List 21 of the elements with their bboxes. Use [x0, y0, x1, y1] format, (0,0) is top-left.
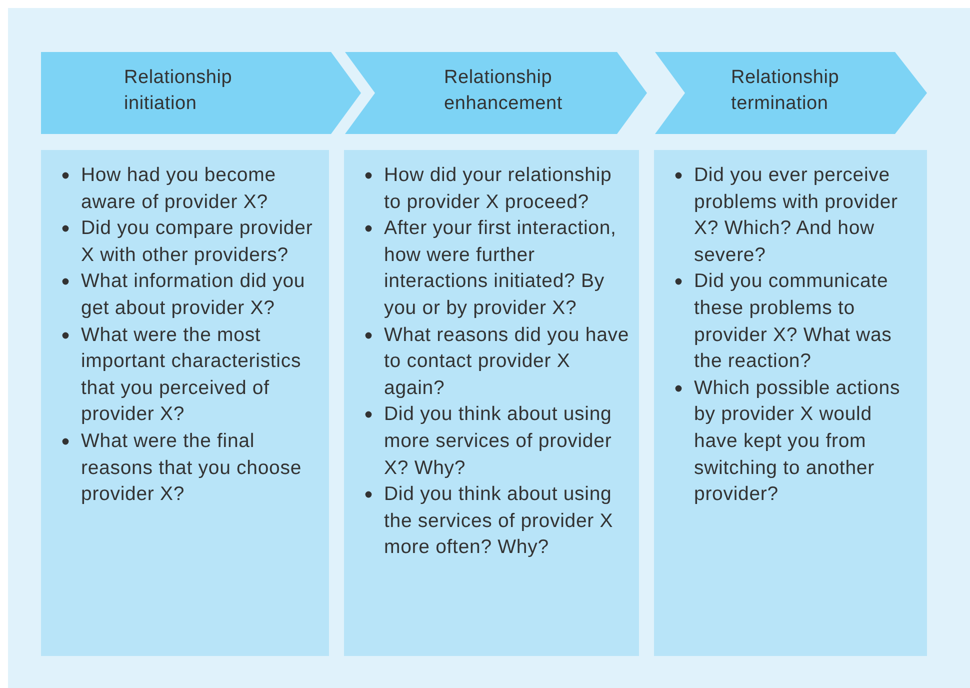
question-panel [41, 150, 329, 656]
step-label: Relationship termination [731, 66, 840, 116]
question-text: How had you become aware of provider X? [81, 163, 277, 215]
question-text: What were the most important characteristics that you perceived of provider X? [81, 322, 302, 428]
chevron-step [655, 52, 927, 134]
chevron-step [41, 52, 361, 134]
question-panel [654, 150, 927, 656]
step-label: Relationship enhancement [444, 66, 564, 116]
question-text: Did you communicate these problems to provider X? What was the reaction? [694, 269, 893, 374]
question-text: Did you compare provider X with other providers? [81, 216, 314, 268]
question-text: What were the final reasons that you choose provider X? [81, 428, 303, 508]
question-text: What reasons did you have to contact provider X again? [384, 322, 630, 401]
step-label: Relationship initiation [124, 66, 234, 116]
question-text: After your first interaction, how were further interactions initiated? By you or by provider X? [384, 216, 618, 321]
question-text: Did you think about using the services of provider X more often? Why? [384, 482, 614, 560]
question-text: How did your relationship to provider X proceed? [384, 163, 613, 215]
question-text: What information did you get about provider X? [81, 269, 306, 321]
question-text: Did you ever perceive problems with provider X? Which? And how severe? [694, 163, 899, 268]
question-text: Did you think about using more services of provider X? Why? [384, 402, 613, 481]
question-panel [344, 150, 639, 656]
question-text: Which possible actions by provider X would have kept you from switching to another provider? [694, 376, 902, 508]
